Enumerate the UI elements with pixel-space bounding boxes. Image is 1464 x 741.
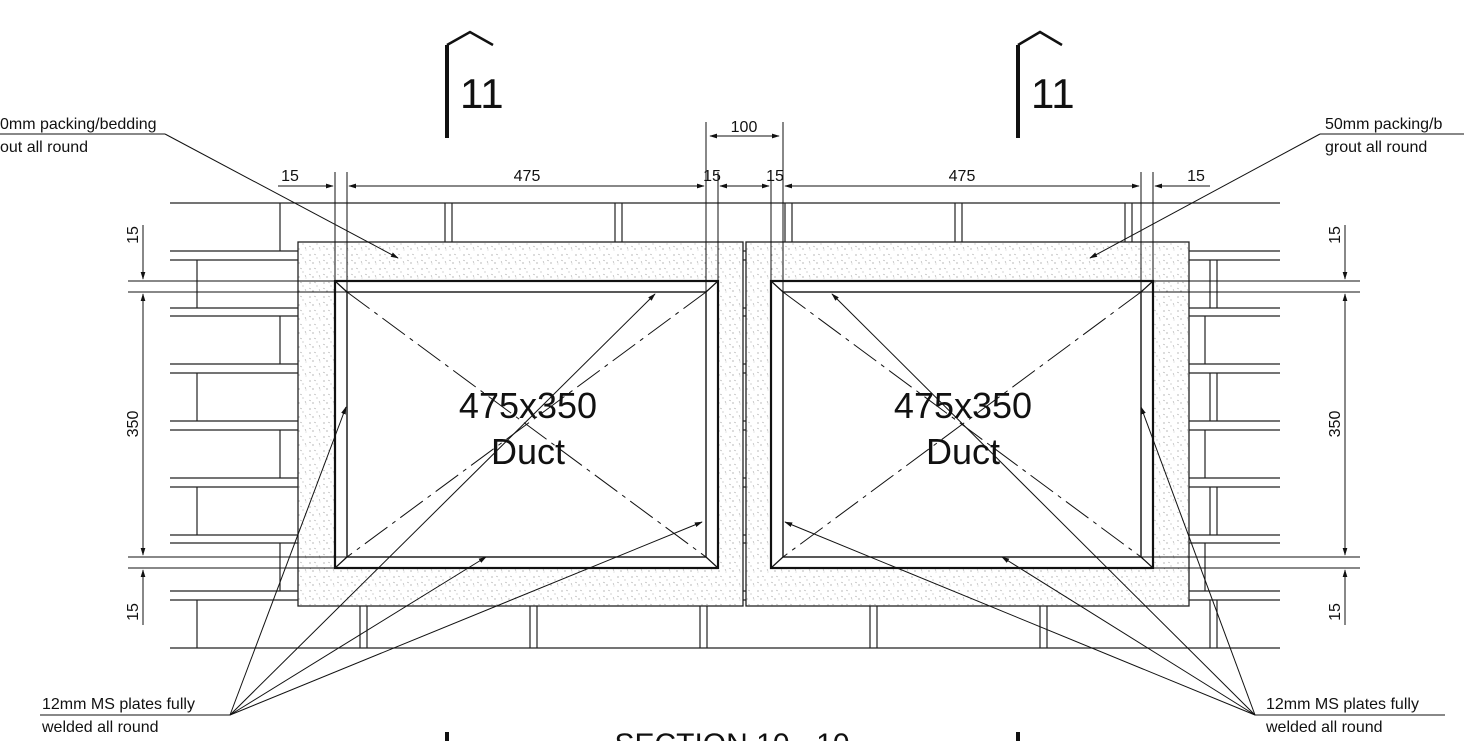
note-plates-left-line2: welded all round	[41, 719, 159, 736]
note-plates-right-line2: welded all round	[1265, 719, 1383, 736]
dim-right-edge-b: 15	[1187, 168, 1205, 185]
duct-left-label: Duct	[491, 431, 565, 472]
note-plates-left-line1: 12mm MS plates fully	[42, 696, 195, 713]
dim-right-edge-a: 15	[766, 168, 784, 185]
dim-right-width: 475	[949, 168, 976, 185]
dim-right-v-top: 15	[1327, 226, 1344, 244]
dim-left-v-top: 15	[125, 226, 142, 244]
dim-left-edge-b: 15	[703, 168, 721, 185]
plate-leaders-right	[784, 293, 1445, 716]
dim-left-v-bottom: 15	[125, 603, 142, 621]
section-marker-right	[1016, 30, 1063, 138]
dim-left-v-height: 350	[125, 411, 142, 438]
section-title: SECTION 10 - 10	[614, 728, 849, 741]
section-marker-right-label: 11	[1031, 70, 1075, 117]
dim-left-edge-a: 15	[281, 168, 299, 185]
dim-right-v-bottom: 15	[1327, 603, 1344, 621]
section-marker-left-label: 11	[460, 70, 504, 117]
dim-right-v-height: 350	[1327, 411, 1344, 438]
dimension-lines-left	[128, 225, 350, 625]
dimension-lines-top	[278, 122, 1210, 295]
duct-right-size: 475x350	[894, 385, 1032, 426]
plate-leaders-left	[40, 293, 703, 716]
dim-gap: 100	[731, 119, 758, 136]
dimension-lines-right	[1138, 225, 1360, 625]
note-packing-left-line1: 0mm packing/bedding	[0, 116, 157, 133]
note-packing-left-line2: out all round	[0, 139, 88, 156]
dim-left-width: 475	[514, 168, 541, 185]
note-packing-right-line2: grout all round	[1325, 139, 1427, 156]
packing-leaders	[0, 133, 1464, 259]
note-plates-right-line1: 12mm MS plates fully	[1266, 696, 1419, 713]
duct-right	[769, 279, 1155, 570]
section-marker-left	[445, 30, 494, 138]
duct-right-label: Duct	[926, 431, 1000, 472]
section-title-markers	[445, 732, 1020, 741]
note-packing-right-line1: 50mm packing/b	[1325, 116, 1442, 133]
duct-left	[333, 279, 720, 570]
